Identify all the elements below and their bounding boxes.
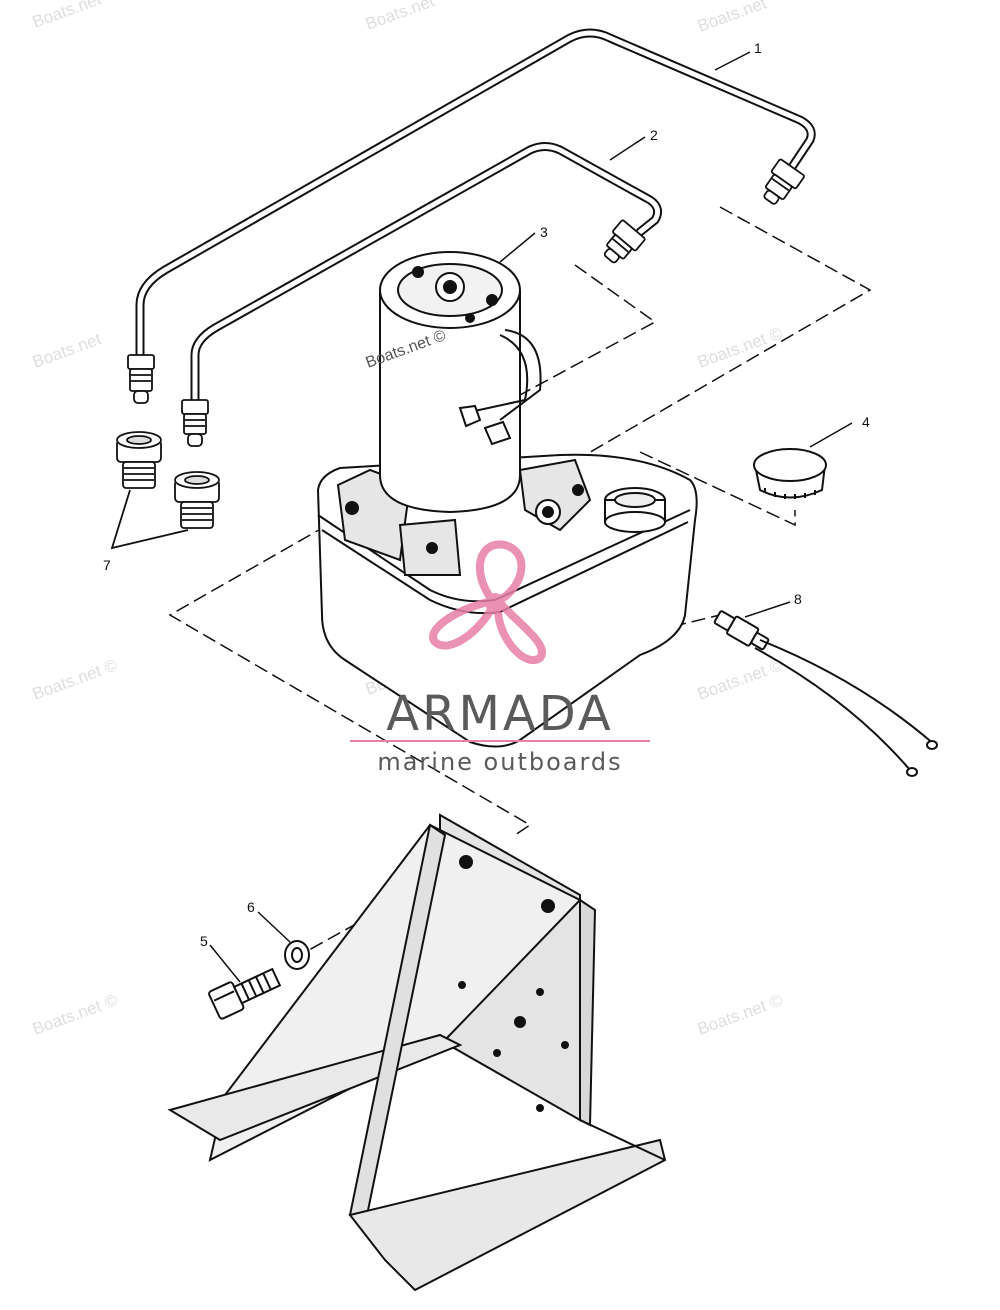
fitting-7b — [174, 471, 220, 529]
tube-2-fitting-right — [603, 219, 646, 264]
tube-1-fitting-left — [127, 354, 155, 404]
callout-4: 4 — [862, 414, 870, 430]
armada-logo: ARMADA marine outboards — [350, 540, 650, 776]
logo-tagline: marine outboards — [377, 748, 622, 776]
callout-8: 8 — [794, 591, 802, 607]
pump-reservoir — [316, 453, 698, 748]
callout-labels: 1 2 3 4 5 6 7 8 — [103, 40, 870, 949]
watermark-text: Boats.net © — [30, 655, 121, 703]
watermark-text: Boats.net © — [30, 990, 121, 1038]
motor-wire-terminals — [458, 404, 512, 446]
callout-6: 6 — [247, 899, 255, 915]
tube-2 — [181, 142, 663, 447]
callout-1: 1 — [754, 40, 762, 56]
callout-3: 3 — [540, 224, 548, 240]
watermark-text: Boats.net © — [695, 655, 786, 703]
motor-wires — [469, 329, 542, 421]
callout-5: 5 — [200, 933, 208, 949]
bolt — [208, 967, 282, 1020]
propeller-logo-icon — [429, 540, 546, 664]
watermark-text: Boats.net — [30, 329, 104, 372]
watermark-text: Boats.net — [695, 0, 769, 36]
tube-1-fitting-right — [763, 158, 805, 205]
tube-1 — [127, 28, 816, 404]
watermark-text: Boats.net © — [695, 990, 786, 1038]
watermark-text: Boats.net — [30, 0, 104, 32]
mounting-bracket — [167, 813, 667, 1292]
reservoir-cap — [753, 448, 827, 499]
leader-lines — [209, 51, 853, 983]
fill-neck — [604, 487, 666, 533]
washer — [284, 940, 310, 970]
callout-2: 2 — [650, 127, 658, 143]
pump-motor — [379, 251, 542, 514]
tube-2-fitting-left — [181, 399, 209, 447]
watermark-text: Boats.net — [363, 0, 437, 34]
fittings-7 — [110, 431, 220, 550]
temperature-sender — [713, 610, 938, 777]
logo-name: ARMADA — [386, 686, 613, 742]
callout-7: 7 — [103, 557, 111, 573]
fitting-7a — [116, 431, 162, 489]
